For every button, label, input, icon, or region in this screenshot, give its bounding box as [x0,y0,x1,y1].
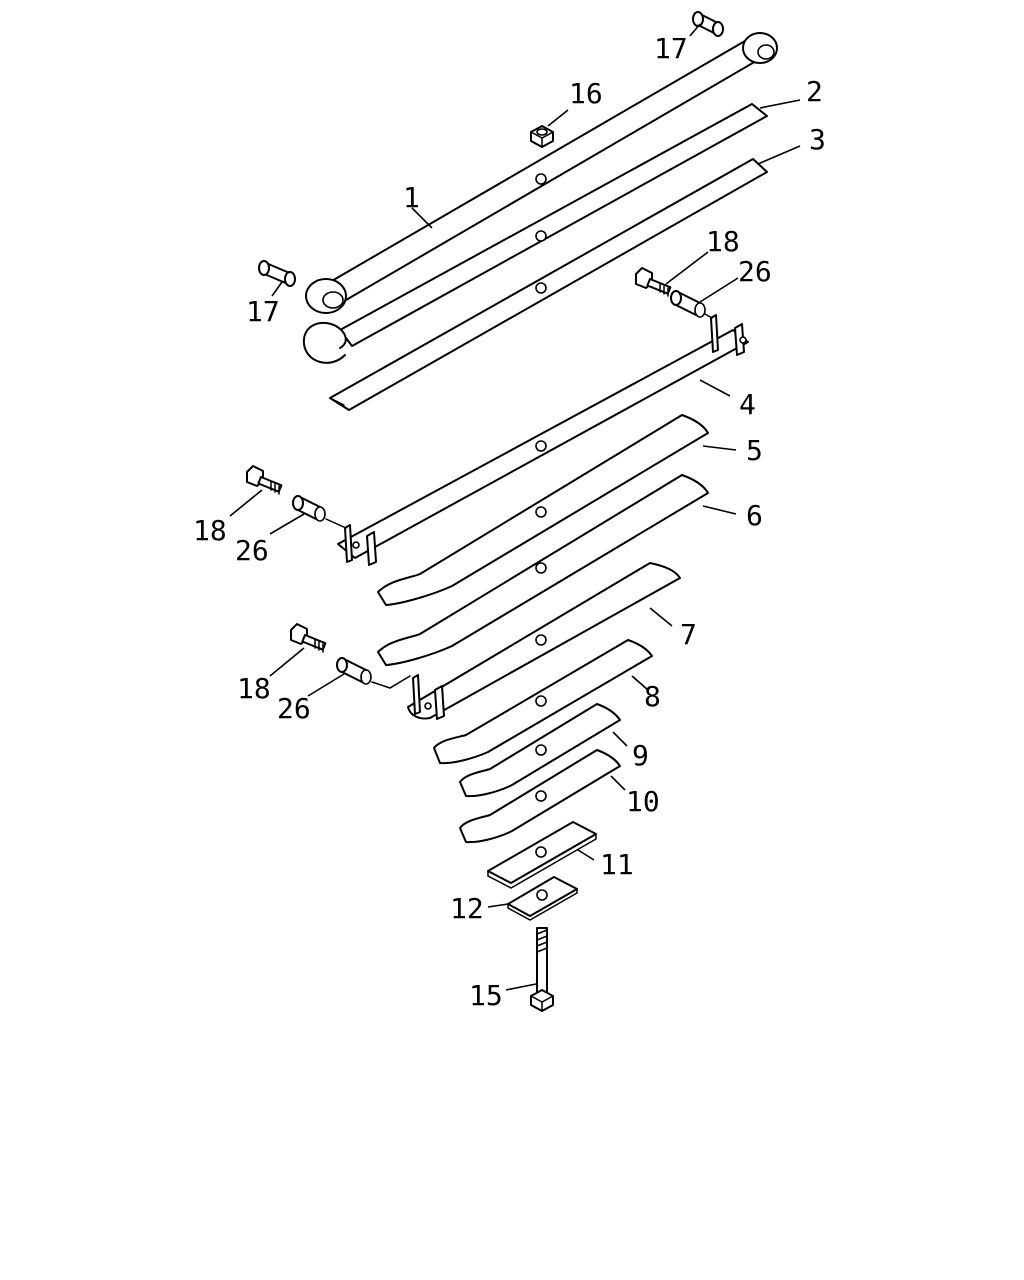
part-16-nut [530,125,554,148]
part-26-bushing-lower [336,657,411,689]
part-18-bolt-middle [246,465,283,495]
callout-17-lower: 17 [246,295,280,328]
callout-11: 11 [600,848,634,881]
callout-26-lower: 26 [277,692,311,725]
part-17-pin-lower [258,260,296,287]
callout-4: 4 [739,388,756,421]
callout-2: 2 [806,75,823,108]
callout-18-middle: 18 [193,514,227,547]
part-17-pin-upper [692,11,724,37]
part-6-leaf [377,474,709,666]
part-11-spacer-plate [487,821,597,889]
part-18-bolt-lower [290,623,327,653]
callout-8: 8 [644,680,661,713]
part-2-second-leaf [302,103,768,364]
callout-16: 16 [569,77,603,110]
part-12-small-plate [507,876,578,921]
callout-18-upper: 18 [706,225,740,258]
callout-1: 1 [403,181,420,214]
part-10-leaf [459,749,621,844]
part-26-bushing-middle [292,495,347,529]
part-9-leaf [459,703,621,798]
callout-12: 12 [450,892,484,925]
callout-6: 6 [746,499,763,532]
callout-10: 10 [626,785,660,818]
callout-5: 5 [746,434,763,467]
callout-26-middle: 26 [235,534,269,567]
callout-18-lower: 18 [237,672,271,705]
part-7-clip-leaf [407,562,681,720]
part-8-leaf [433,639,653,765]
callout-15: 15 [469,979,503,1012]
part-18-bolt-upper [635,267,672,297]
callout-26-upper: 26 [738,255,772,288]
callout-labels: 1 2 3 4 5 6 7 8 9 10 11 12 15 16 17 17 1… [193,32,826,1012]
callout-7: 7 [680,618,697,651]
part-5-leaf [377,414,709,606]
callout-3: 3 [809,123,826,156]
leader-lines [229,23,801,991]
part-15-center-bolt [530,927,554,1012]
part-1-main-leaf [305,32,778,314]
callout-17-upper: 17 [654,32,688,65]
callout-9: 9 [632,739,649,772]
part-3-third-leaf [329,158,768,411]
part-26-bushing-upper [670,290,713,319]
part-4-clip-leaf [337,314,749,566]
